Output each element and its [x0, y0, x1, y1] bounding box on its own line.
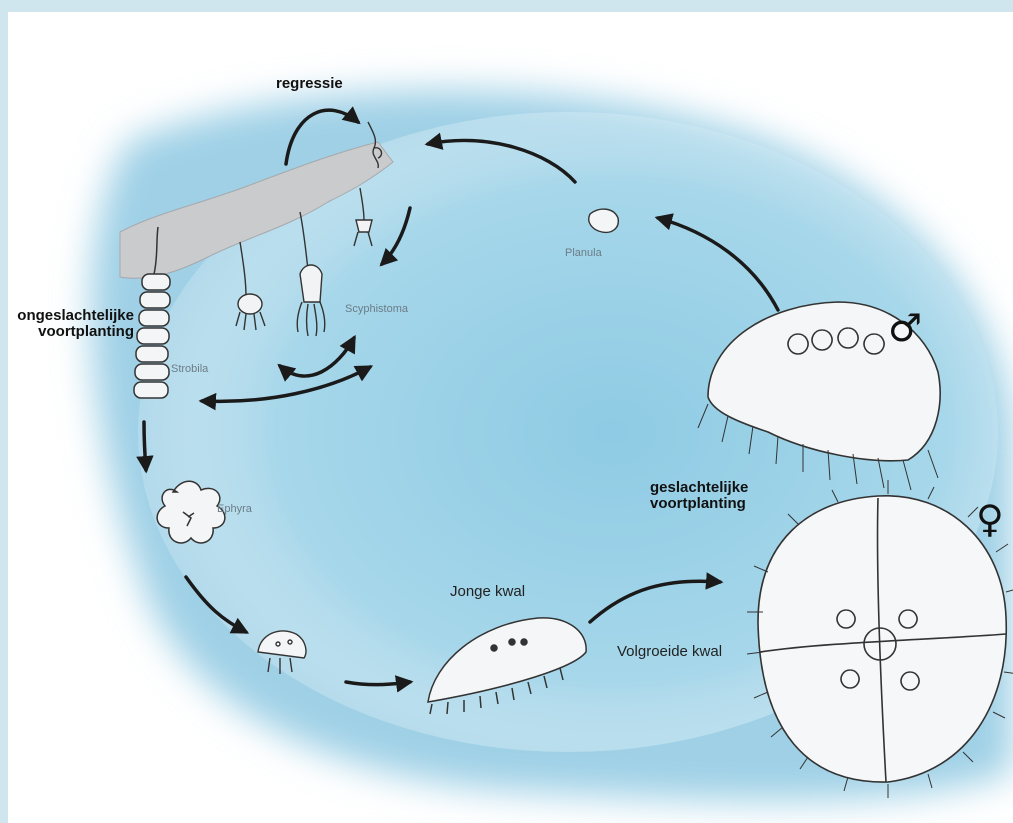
scyphistoma-label: Scyphistoma — [345, 303, 408, 315]
lifecycle-panel: regressie ongeslachtelijke voortplanting… — [8, 12, 1013, 823]
sexual-label-line2: voortplanting — [650, 496, 748, 512]
asexual-label-line2: voortplanting — [8, 324, 134, 340]
strobila-label: Strobila — [171, 363, 208, 375]
planula-label: Planula — [565, 247, 602, 259]
lifecycle-illustration — [8, 12, 1013, 823]
regression-label: regressie — [276, 76, 343, 92]
young-jellyfish-label: Jonge kwal — [450, 583, 525, 600]
adult-jellyfish-label: Volgroeide kwal — [617, 643, 722, 660]
sexual-reproduction-label: geslachtelijke voortplanting — [650, 480, 748, 512]
arrow-strobila-to-ephyra — [144, 422, 146, 470]
asexual-label-line1: ongeslachtelijke — [8, 308, 134, 324]
ephyra-label: Ephyra — [217, 503, 252, 515]
female-symbol: ♀ — [976, 500, 1004, 538]
sexual-label-line1: geslachtelijke — [650, 480, 748, 496]
male-symbol: ♂ — [888, 309, 922, 347]
asexual-reproduction-label: ongeslachtelijke voortplanting — [8, 308, 134, 340]
